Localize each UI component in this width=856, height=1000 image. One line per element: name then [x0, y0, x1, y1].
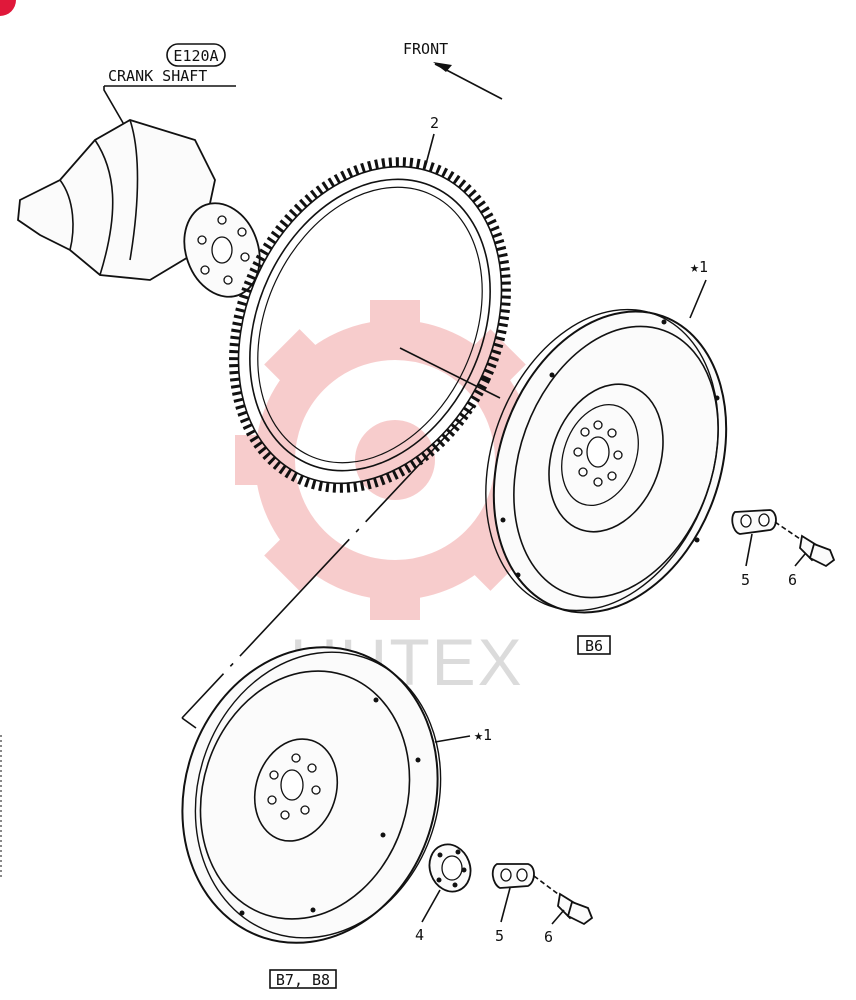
callout-bolt-bottom: 6	[544, 928, 553, 946]
front-label: FRONT	[403, 40, 448, 58]
header-code-box	[166, 43, 226, 67]
variant-bottom-box	[269, 969, 337, 989]
bolt-top-part	[774, 521, 836, 568]
plate-top-part	[731, 509, 777, 535]
callout-plate-bottom: 5	[495, 927, 504, 945]
callout-ring-gear: 2	[430, 114, 439, 132]
bolt-bottom-part	[533, 875, 594, 926]
flywheel-bottom-part	[181, 646, 442, 944]
variant-bottom-label: B7, B8	[276, 971, 330, 989]
callout-flywheel-top: ★1	[690, 258, 708, 276]
flywheel-top-part	[485, 308, 728, 614]
ring-gear-part	[229, 157, 511, 493]
bearing-part	[428, 843, 472, 893]
callout-bearing: 4	[415, 926, 424, 944]
variant-top-label: B6	[585, 637, 603, 655]
corner-marker	[0, 0, 16, 16]
crankshaft-part	[17, 119, 261, 298]
header-caption: CRANK SHAFT	[108, 67, 207, 85]
callout-plate-top: 5	[741, 571, 750, 589]
callout-flywheel-bottom: ★1	[474, 726, 492, 744]
variant-top-box	[577, 635, 611, 655]
header-code: E120A	[173, 47, 218, 65]
plate-bottom-part	[491, 863, 535, 889]
callout-bolt-top: 6	[788, 571, 797, 589]
